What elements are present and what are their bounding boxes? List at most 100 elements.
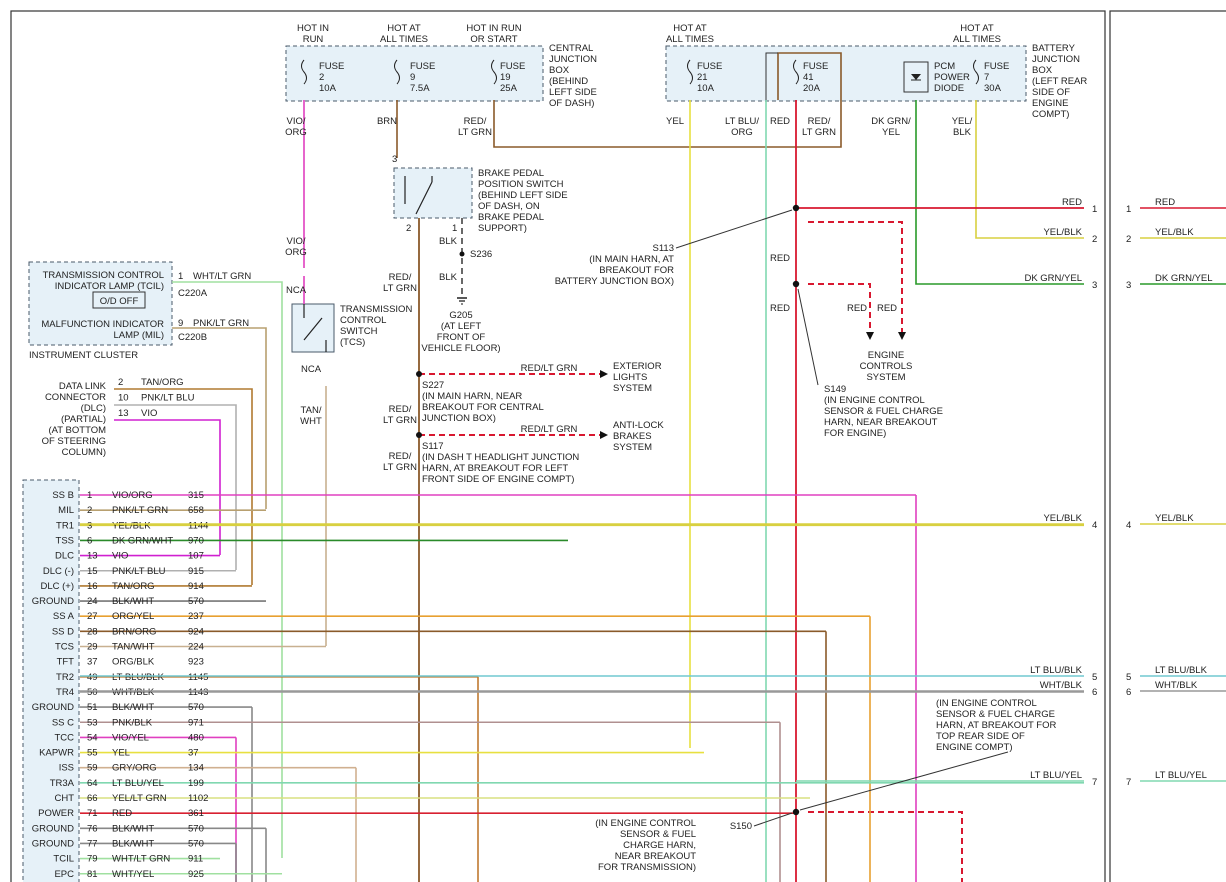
- ground-g205-line: G205: [449, 310, 472, 321]
- pcm-pin-color: ORG/BLK: [112, 657, 155, 668]
- pcm-pin-name: TFT: [57, 657, 75, 668]
- fuse-2-line: 2: [319, 72, 324, 83]
- pcm-pin-number: 81: [87, 869, 98, 880]
- right-connector-label: 7: [1126, 777, 1131, 788]
- wire-label-yel-line: YEL: [666, 116, 684, 127]
- wire-red-dashed-b: [808, 283, 871, 335]
- brake-switch-label-line: BRAKE PEDAL: [478, 168, 544, 179]
- right-connector-label: 3: [1126, 280, 1131, 291]
- pcm-pin-color: BRN/ORG: [112, 626, 156, 637]
- wire-label-red-b: RED: [770, 303, 790, 314]
- pcm-pin-color: LT BLU/YEL: [112, 778, 164, 789]
- dlc-wire-color: VIO: [141, 408, 157, 419]
- trans-note-line: CHARGE HARN,: [623, 840, 696, 851]
- ic-conn-c220a-line: C220A: [178, 288, 208, 299]
- central-junction-box: [285, 45, 544, 102]
- dest-abs-line: SYSTEM: [613, 442, 652, 453]
- brake-switch-icon: [404, 176, 433, 215]
- instrument-cluster-caption-line: INSTRUMENT CLUSTER: [29, 350, 138, 361]
- splice-s117-line: S117: [422, 441, 443, 452]
- wire-label-blk-2-line: BLK: [439, 272, 458, 283]
- dest-exterior-line: SYSTEM: [613, 383, 652, 394]
- splice-s149-dot: [792, 280, 800, 288]
- brake-pin-3: 3: [392, 154, 397, 165]
- ic-pin-9-line: 9: [178, 318, 183, 329]
- pcm-pin-circuit: 315: [188, 490, 204, 501]
- splice-s117-line: (IN DASH T HEADLIGHT JUNCTION: [422, 452, 579, 463]
- header-fuse-7-line: HOT AT: [960, 23, 994, 34]
- pcm-pin-name: DLC: [55, 551, 74, 562]
- wire-label-ltblu-org-line: ORG: [731, 127, 753, 138]
- brake-switch-label-line: POSITION SWITCH: [478, 179, 564, 190]
- ground-g205-line: (AT LEFT: [441, 321, 481, 332]
- tcs-switch-icon: [303, 304, 327, 352]
- splice-s113-dot: [792, 204, 800, 212]
- arrow-engine-b: [898, 332, 906, 340]
- header-fuse-7-line: ALL TIMES: [953, 34, 1001, 45]
- pcm-connector-box: [22, 479, 80, 882]
- wire-label-vio-org-line: ORG: [285, 127, 307, 138]
- header-fuse-21-line: HOT AT: [673, 23, 707, 34]
- pcm-pin-number: 54: [87, 732, 98, 743]
- pcm-pin-circuit: 480: [188, 732, 204, 743]
- splice-s149-line: S149: [824, 384, 846, 395]
- tcs-box: [291, 303, 335, 353]
- fuse-21-line: 10A: [697, 83, 715, 94]
- splice-s149-line: SENSOR & FUEL CHARGE: [824, 406, 943, 417]
- wire-label-ltblu-org: LT BLU/ORG: [725, 116, 759, 138]
- pcm-pin-number: 3: [87, 520, 92, 531]
- pcm-pin-number: 50: [87, 687, 98, 698]
- dlc-pin: 2: [118, 377, 123, 388]
- pcm-pin-color: PNK/LT BLU: [112, 566, 166, 577]
- splice-s150-line: S150: [730, 821, 752, 832]
- battery-junction-box-label-line: JUNCTION: [1032, 54, 1080, 65]
- header-fuse-21-line: ALL TIMES: [666, 34, 714, 45]
- wire-label-brn: BRN: [377, 116, 397, 127]
- pcm-pin-number: 37: [87, 657, 98, 668]
- ic-wire-9-line: PNK/LT GRN: [193, 318, 249, 329]
- splice-s117-dot: [416, 432, 422, 438]
- brake-pin-1: 1: [452, 223, 457, 234]
- pcm-pin-color: DK GRN/WHT: [112, 535, 173, 546]
- dest-engine-line: ENGINE: [868, 350, 904, 361]
- right-connector-label: LT BLU/BLK: [1030, 665, 1083, 676]
- pcm-pin-number: 15: [87, 566, 98, 577]
- pcm-pin-name: GROUND: [32, 838, 74, 849]
- wire-label-yel-blk-line: YEL/: [952, 116, 973, 127]
- pcm-pin-color: VIO/ORG: [112, 490, 153, 501]
- pcm-pin-color: RED: [112, 808, 132, 819]
- pcm-pin-color: LT BLU/BLK: [112, 672, 165, 683]
- header-fuse-9-line: ALL TIMES: [380, 34, 428, 45]
- right-connector-label: WHT/BLK: [1155, 680, 1198, 691]
- wire-label-red-ltgrn-line: RED/: [464, 116, 487, 127]
- pcm-pin-number: 51: [87, 702, 98, 713]
- wire-label-red-a: RED: [770, 253, 790, 264]
- pcm-pin-number: 2: [87, 505, 92, 516]
- wire-fuse41-in: [765, 52, 778, 100]
- pcm-pin-color: VIO/YEL: [112, 732, 149, 743]
- central-junction-box-label-line: LEFT SIDE: [549, 87, 597, 98]
- pcm-pin-name: TCS: [55, 642, 74, 653]
- fuse-2-line: 10A: [319, 83, 337, 94]
- tcs-label-line: CONTROL: [340, 315, 386, 326]
- pcm-pin-circuit: 1143: [188, 687, 208, 698]
- wire-label-red-ltgrn-a-line: RED/: [389, 272, 412, 283]
- od-off-text-line: O/D OFF: [100, 296, 139, 307]
- dest-abs-line: BRAKES: [613, 431, 652, 442]
- pcm-power-diode-line: POWER: [934, 72, 970, 83]
- pcm-pin-color: GRY/ORG: [112, 763, 157, 774]
- trans-note-line: NEAR BREAKOUT: [615, 851, 696, 862]
- brake-pedal-switch-box: [393, 167, 473, 219]
- wire-label-blk-1-line: BLK: [439, 236, 458, 247]
- wire-label-yel-blk-line: BLK: [953, 127, 972, 138]
- wire-label-red-c: RED: [847, 303, 867, 314]
- brake-pin-3-line: 3: [392, 154, 397, 165]
